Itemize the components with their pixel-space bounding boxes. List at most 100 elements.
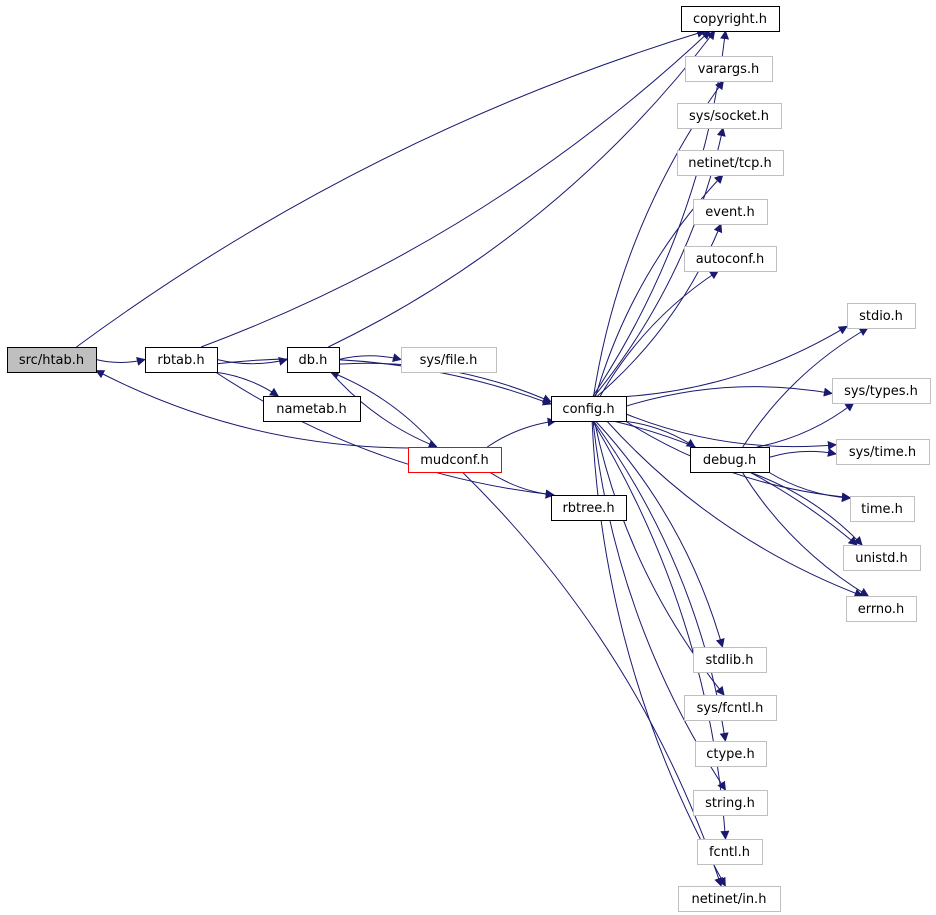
edge-config-to-sys-types xyxy=(625,386,833,407)
node-nametab[interactable]: nametab.h xyxy=(263,396,361,422)
edge-src-htab-to-copyright xyxy=(76,29,706,348)
node-autoconf-box xyxy=(684,246,777,272)
node-sys-file-box xyxy=(401,347,497,373)
node-config[interactable]: config.h xyxy=(551,396,627,422)
node-sys-types-label: sys/types.h xyxy=(844,384,918,399)
node-ctype-label: ctype.h xyxy=(706,747,755,762)
edge-config-to-netinet-in xyxy=(591,420,726,887)
node-unistd-label: unistd.h xyxy=(855,551,908,566)
node-ctype: ctype.h xyxy=(695,741,767,767)
node-sys-types-box xyxy=(832,378,931,404)
node-copyright[interactable]: copyright.h xyxy=(681,6,780,32)
edge-config-to-sys-time xyxy=(625,413,837,450)
node-errno-box xyxy=(846,596,917,622)
edge-rbtab-to-nametab xyxy=(214,371,279,397)
node-netinet-tcp: netinet/tcp.h xyxy=(677,150,784,176)
node-mudconf-label: mudconf.h xyxy=(420,453,489,468)
edge-debug-to-unistd xyxy=(748,471,863,546)
node-stdio-box xyxy=(847,303,916,329)
node-string-label: string.h xyxy=(705,796,755,811)
node-time: time.h xyxy=(850,496,915,522)
node-unistd-box xyxy=(843,545,921,571)
node-time-box xyxy=(850,496,915,522)
node-copyright-label: copyright.h xyxy=(693,12,767,27)
edge-src-htab-to-rbtab xyxy=(95,357,146,366)
node-stdio: stdio.h xyxy=(847,303,916,329)
node-nametab-box xyxy=(263,396,361,422)
node-sys-socket-box xyxy=(677,103,782,129)
node-src-htab[interactable]: src/htab.h xyxy=(7,347,97,373)
edge-mudconf-to-src-htab xyxy=(95,370,409,449)
node-rbtree-box xyxy=(551,495,627,521)
node-rbtab-box xyxy=(145,347,218,373)
node-stdlib-box xyxy=(693,647,767,673)
edge-debug-to-time xyxy=(768,471,851,503)
edge-rbtab-to-rbtree xyxy=(215,371,555,499)
node-varargs: varargs.h xyxy=(685,56,773,82)
edge-debug-to-stdio xyxy=(742,327,869,448)
node-netinet-in: netinet/in.h xyxy=(678,886,781,912)
node-rbtree[interactable]: rbtree.h xyxy=(551,495,627,521)
node-sys-fcntl-box xyxy=(684,695,777,721)
node-event-box xyxy=(693,199,768,225)
node-sys-time-box xyxy=(836,439,930,465)
edge-config-to-errno xyxy=(606,420,864,598)
node-string: string.h xyxy=(693,790,768,816)
node-mudconf[interactable]: mudconf.h xyxy=(408,447,502,473)
node-sys-socket: sys/socket.h xyxy=(677,103,782,129)
node-db-box xyxy=(287,347,340,373)
node-autoconf: autoconf.h xyxy=(684,246,777,272)
node-unistd: unistd.h xyxy=(843,545,921,571)
node-debug[interactable]: debug.h xyxy=(690,447,770,473)
node-errno-label: errno.h xyxy=(858,602,905,617)
edge-mudconf-to-rbtree xyxy=(489,471,555,499)
edge-config-to-autoconf xyxy=(599,270,719,397)
edge-rbtab-to-copyright xyxy=(200,30,711,348)
edge-db-to-sys-file xyxy=(338,353,402,362)
node-ctype-box xyxy=(695,741,767,767)
node-config-label: config.h xyxy=(562,402,614,417)
edge-config-to-unistd xyxy=(612,420,858,546)
edge-rbtab-to-db xyxy=(216,357,288,366)
node-rbtab-label: rbtab.h xyxy=(157,353,204,368)
edge-config-to-string xyxy=(592,420,726,791)
node-db[interactable]: db.h xyxy=(287,347,340,373)
node-event-label: event.h xyxy=(705,205,754,220)
node-sys-types: sys/types.h xyxy=(832,378,931,404)
node-fcntl-label: fcntl.h xyxy=(709,845,750,860)
node-varargs-box xyxy=(685,56,773,82)
node-mudconf-box xyxy=(408,447,502,473)
node-config-box xyxy=(551,396,627,422)
node-sys-file-label: sys/file.h xyxy=(420,353,478,368)
edge-debug-to-errno xyxy=(741,471,870,597)
node-debug-label: debug.h xyxy=(703,453,756,468)
node-src-htab-box xyxy=(7,347,97,373)
node-event: event.h xyxy=(693,199,768,225)
node-copyright-box xyxy=(681,6,780,32)
edge-config-to-fcntl xyxy=(592,420,730,840)
node-fcntl-box xyxy=(697,839,763,865)
node-sys-fcntl: sys/fcntl.h xyxy=(684,695,777,721)
node-rbtree-label: rbtree.h xyxy=(562,501,614,516)
node-stdlib: stdlib.h xyxy=(693,647,767,673)
edge-config-to-stdlib xyxy=(595,420,725,648)
edge-db-to-copyright xyxy=(328,30,716,348)
edge-mudconf-to-config xyxy=(487,417,557,448)
node-netinet-in-box xyxy=(678,886,781,912)
edge-mudconf-to-db xyxy=(329,370,438,448)
edge-config-to-stdio xyxy=(625,325,848,398)
node-netinet-tcp-box xyxy=(677,150,784,176)
edge-db-to-mudconf xyxy=(330,371,438,449)
node-fcntl: fcntl.h xyxy=(697,839,763,865)
node-db-label: db.h xyxy=(299,353,328,368)
node-rbtab[interactable]: rbtab.h xyxy=(145,347,218,373)
edge-config-to-debug xyxy=(623,420,696,448)
dependency-edges xyxy=(76,29,870,887)
node-debug-box xyxy=(690,447,770,473)
node-stdlib-label: stdlib.h xyxy=(706,653,754,668)
node-sys-time: sys/time.h xyxy=(836,439,930,465)
edge-debug-to-sys-time xyxy=(768,447,837,458)
node-string-box xyxy=(693,790,768,816)
node-netinet-in-label: netinet/in.h xyxy=(692,892,767,907)
